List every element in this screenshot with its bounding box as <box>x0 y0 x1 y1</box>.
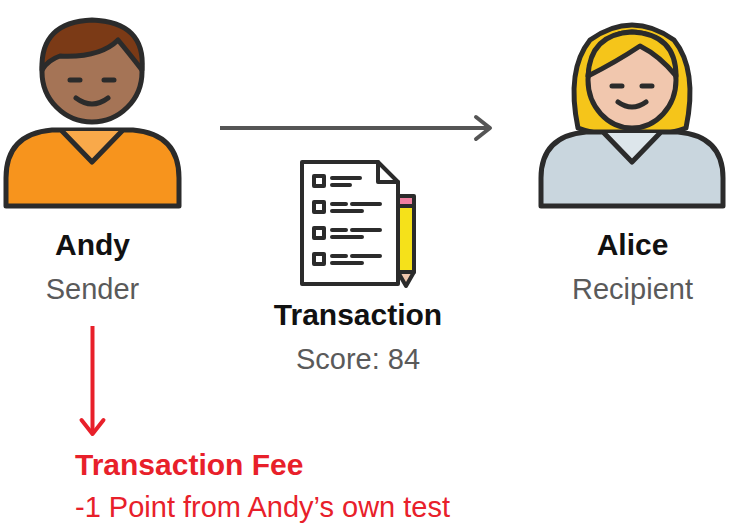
person-node: AliceRecipient <box>535 0 730 311</box>
person-node: AndySender <box>0 0 185 311</box>
node-title: Transaction <box>258 293 458 337</box>
sender-figure <box>6 20 179 206</box>
node-subtitle: Recipient <box>535 267 730 311</box>
node-subtitle: Score: 84 <box>258 337 458 381</box>
node-title: Alice <box>535 223 730 267</box>
arrow-connector <box>220 117 490 139</box>
recipient-figure <box>541 25 723 206</box>
node-subtitle: Sender <box>0 267 185 311</box>
document-icon <box>302 162 414 286</box>
node-title: Andy <box>0 223 185 267</box>
node-subtitle: -1 Point from Andy’s own test <box>75 486 715 528</box>
node-title: Transaction Fee <box>75 444 715 486</box>
transaction-node: TransactionScore: 84 <box>258 150 458 381</box>
arrow-connector <box>82 326 104 434</box>
fee-note: Transaction Fee-1 Point from Andy’s own … <box>75 444 715 528</box>
